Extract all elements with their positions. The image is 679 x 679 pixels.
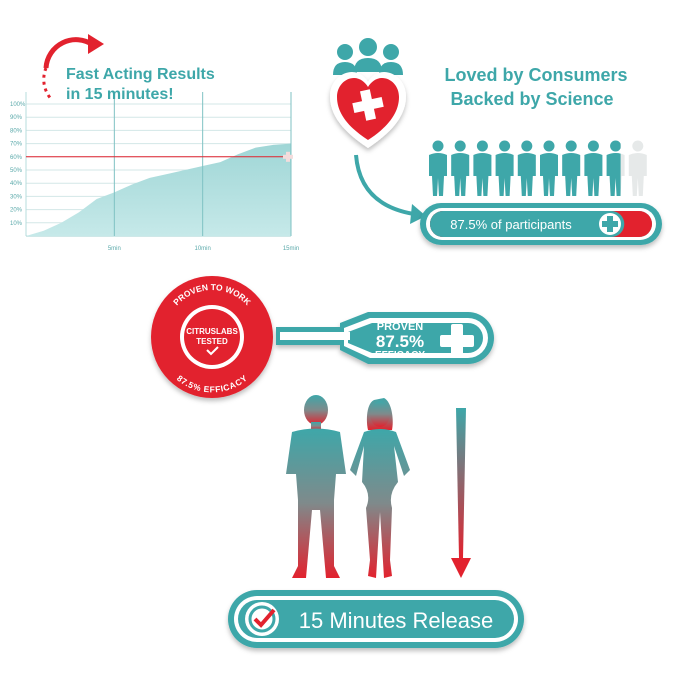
thermometer-line2: 87.5%	[376, 332, 424, 351]
chart-x-tick-label: 5min	[108, 246, 121, 252]
seal-center-line1: CITRUSLABS	[186, 327, 238, 336]
progress-filled	[430, 211, 625, 237]
woman-silhouette	[350, 398, 410, 578]
plus-icon	[283, 151, 293, 162]
fast-acting-title-line1: Fast Acting Results	[66, 66, 215, 83]
progress-label: 87.5% of participants	[450, 217, 572, 232]
chart-x-tick-label: 10min	[194, 246, 210, 252]
citruslabs-tested-seal: PROVEN TO WORK 87.5% EFFICACY CITRUSLABS…	[151, 276, 273, 398]
check-icon	[206, 346, 219, 356]
chart-y-tick-label: 90%	[10, 115, 23, 121]
consumers-title-line1: Loved by Consumers	[444, 65, 627, 85]
person-icon	[584, 140, 603, 196]
person-icon	[473, 140, 492, 196]
chart-y-tick-label: 40%	[10, 181, 23, 187]
release-label: 15 Minutes Release	[299, 608, 493, 633]
down-arrow-icon	[451, 408, 471, 578]
chart-x-gridlines	[25, 92, 292, 236]
person-icon	[628, 140, 647, 196]
plus-icon	[599, 213, 621, 235]
chart-y-tick-label: 80%	[10, 128, 23, 134]
clock-arrow-icon	[42, 34, 104, 102]
curved-arrow-icon	[354, 154, 426, 224]
chart-y-tick-label: 100%	[10, 102, 26, 108]
chart-x-tick-label: 15min	[283, 246, 299, 252]
fast-acting-title-line2: in 15 minutes!	[66, 86, 174, 103]
chart-x-tick-labels: 5min 10min 15min	[108, 246, 299, 252]
man-silhouette	[286, 395, 346, 578]
person-icon	[451, 140, 470, 196]
fast-acting-chart: 100% 90% 80% 70% 60% 50% 40% 30% 20% 10% 5min 10mi…	[10, 92, 299, 252]
chart-y-tick-labels: 100% 90% 80% 70% 60% 50% 40% 30% 20% 10%	[10, 102, 26, 227]
chart-y-tick-label: 60%	[10, 155, 23, 161]
person-icon	[495, 140, 514, 196]
plus-icon	[440, 324, 474, 358]
chart-y-tick-label: 30%	[10, 194, 23, 200]
chart-y-tick-label: 70%	[10, 142, 23, 148]
heart-cross-icon	[330, 72, 406, 148]
person-icon	[562, 140, 581, 196]
chart-area-series	[26, 143, 291, 236]
seal-center-line2: TESTED	[196, 337, 228, 346]
chart-y-tick-label: 20%	[10, 208, 23, 214]
person-icon	[606, 140, 625, 196]
chart-y-tick-label: 50%	[10, 168, 23, 174]
thermometer-line1: PROVEN	[377, 321, 424, 333]
person-icon	[540, 140, 558, 196]
people-group-icon	[333, 38, 403, 75]
clock-check-icon	[245, 602, 279, 636]
participants-people-row	[429, 140, 647, 196]
person-icon	[429, 140, 447, 196]
thermometer-line3: EFFICACY	[375, 350, 425, 361]
chart-y-tick-label: 10%	[10, 221, 23, 227]
person-icon	[517, 140, 536, 196]
consumers-title-line2: Backed by Science	[450, 89, 613, 109]
participants-progress-bar: 87.5% of participants	[420, 203, 662, 245]
release-pill: 15 Minutes Release	[228, 590, 524, 648]
